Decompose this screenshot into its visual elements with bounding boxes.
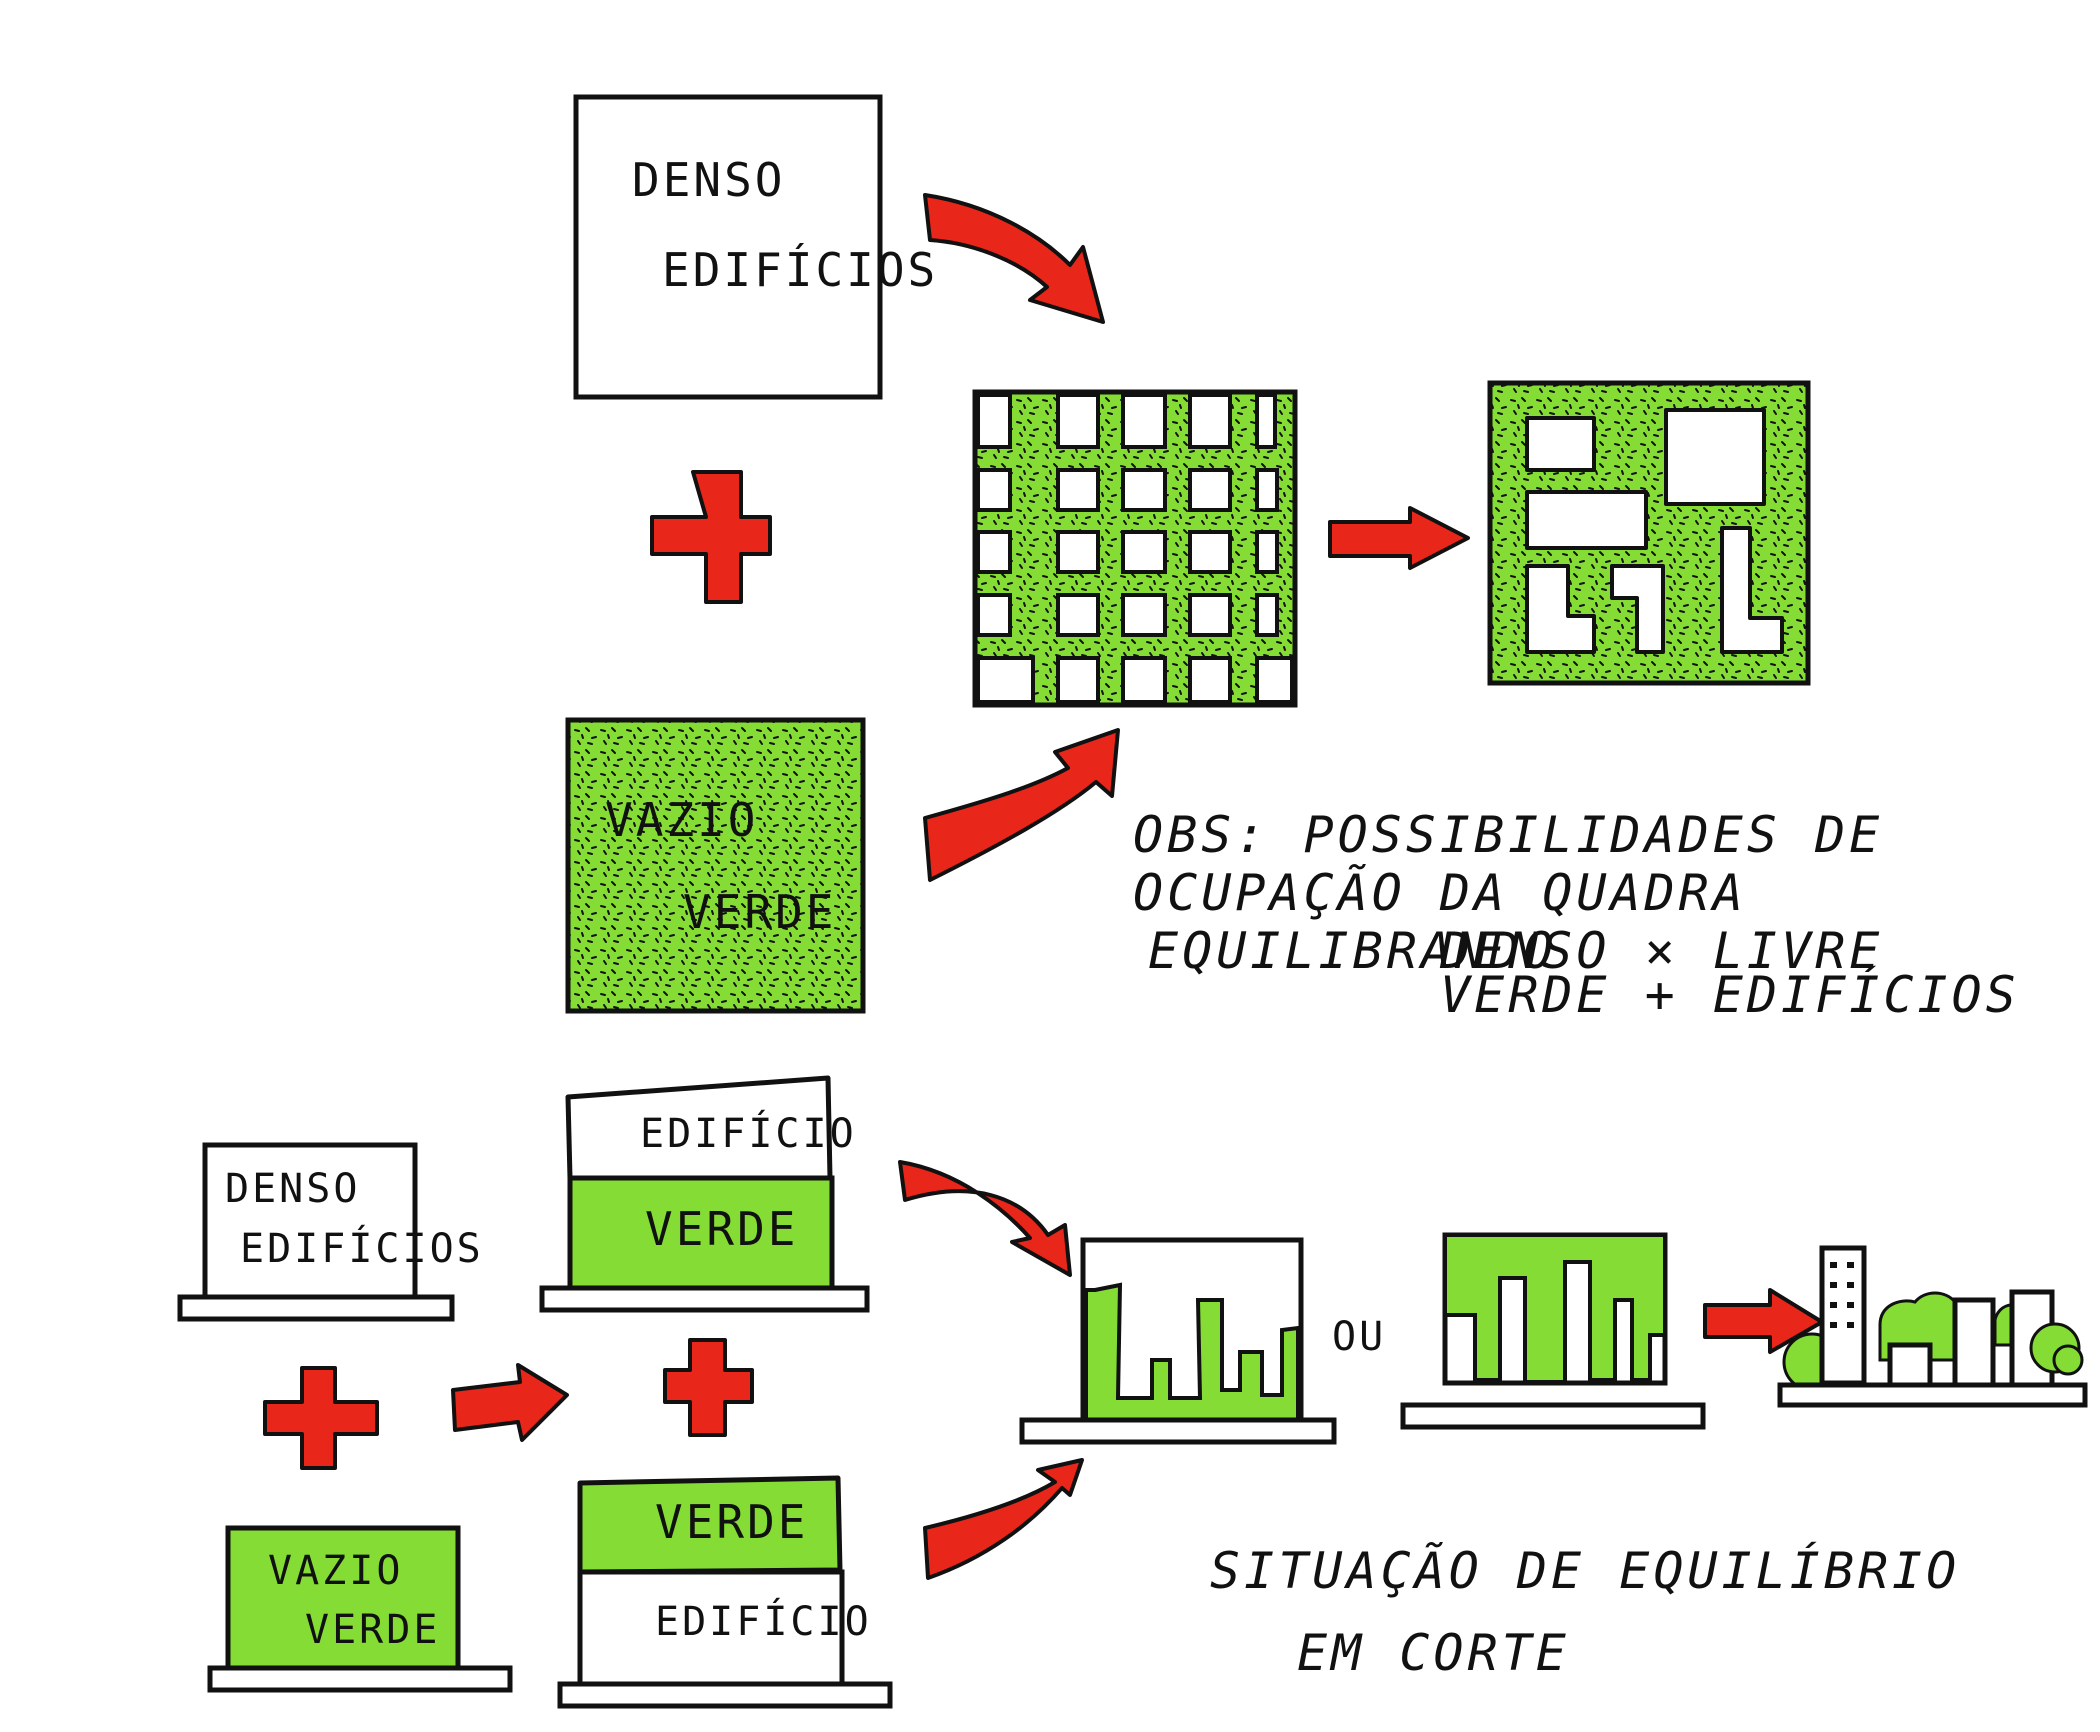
plan-observation-note: OBS: POSSIBILIDADES DE OCUPAÇÃO DA QUADR… xyxy=(1133,806,2020,1024)
section-void-label-2: VERDE xyxy=(305,1607,440,1653)
section-stack-building-over-green: EDIFÍCIO VERDE xyxy=(539,1075,870,1313)
arrow-section-to-stacks xyxy=(451,1363,569,1442)
section-skyline-illustration xyxy=(1777,1245,2088,1408)
plan-consolidated-blocks xyxy=(1487,380,1811,686)
plan-grid-blocks xyxy=(972,389,1298,708)
section-result-b xyxy=(1400,1232,1706,1430)
section-equilibrium-note: SITUAÇÃO DE EQUILÍBRIO EM CORTE xyxy=(1210,1541,1960,1682)
section-dense-box: DENSO EDIFÍCIOS xyxy=(177,1142,484,1322)
section-void-box: VAZIO VERDE xyxy=(207,1525,513,1693)
plan-void-label-1: VAZIO xyxy=(605,793,758,847)
section-dense-label-1: DENSO xyxy=(225,1166,360,1212)
section-stack-green-over-building: VERDE EDIFÍCIO xyxy=(557,1475,893,1709)
plan-note-line-3a: EQUILIBRANDO xyxy=(1148,922,1557,980)
plan-void-label-2: VERDE xyxy=(683,885,836,939)
section-note-line-2: EM CORTE xyxy=(1297,1624,1570,1682)
plan-void-box: VAZIO VERDE xyxy=(565,717,866,1014)
plan-dense-label-1: DENSO xyxy=(632,153,785,207)
stack-bottom-lower-label: EDIFÍCIO xyxy=(655,1597,872,1645)
plan-note-line-1: OBS: POSSIBILIDADES DE xyxy=(1133,806,1883,864)
arrow-stack-top-to-result xyxy=(898,1160,1072,1277)
plan-note-line-4: VERDE + EDIFÍCIOS xyxy=(1440,965,2020,1024)
section-dense-label-2: EDIFÍCIOS xyxy=(240,1224,484,1272)
section-result-a xyxy=(1019,1237,1337,1445)
plan-plus-sign xyxy=(650,470,772,604)
or-label: OU xyxy=(1332,1314,1386,1360)
plan-dense-box: DENSO EDIFÍCIOS xyxy=(573,94,938,400)
plan-note-line-3b: DENSO × LIVRE xyxy=(1439,922,1883,980)
section-void-label-1: VAZIO xyxy=(268,1548,403,1594)
arrow-stack-bottom-to-result xyxy=(923,1458,1084,1580)
section-note-line-1: SITUAÇÃO DE EQUILÍBRIO xyxy=(1210,1541,1960,1600)
plan-dense-label-2: EDIFÍCIOS xyxy=(662,243,938,297)
stack-top-lower-label: VERDE xyxy=(645,1202,798,1256)
arrow-dense-to-grid xyxy=(923,193,1105,324)
stack-bottom-upper-label: VERDE xyxy=(655,1495,808,1549)
section-plus-sign-left xyxy=(263,1366,379,1470)
plan-note-line-2: OCUPAÇÃO DA QUADRA xyxy=(1133,864,1747,922)
section-plus-sign-middle xyxy=(663,1338,754,1437)
arrow-void-to-grid xyxy=(923,728,1120,882)
arrow-grid-to-blocks xyxy=(1328,506,1470,570)
arrow-result-to-skyline xyxy=(1703,1288,1824,1354)
stack-top-upper-label: EDIFÍCIO xyxy=(640,1109,857,1157)
